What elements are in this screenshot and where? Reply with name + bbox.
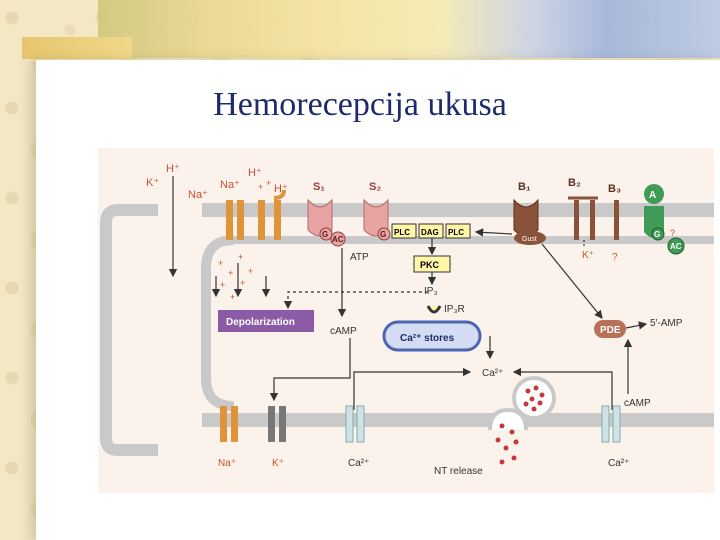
plc-dag-complex — [391, 223, 471, 239]
arrow-camp-k-channel — [269, 338, 351, 402]
label-k-q: K⁺ — [582, 250, 594, 261]
svg-text:G: G — [322, 230, 328, 239]
label-s1: S₁ — [313, 181, 325, 193]
ion-h-2: H⁺ — [248, 167, 262, 179]
label-nt-release: NT release — [434, 466, 483, 477]
svg-text:PLC: PLC — [448, 228, 464, 237]
svg-text:+: + — [218, 258, 223, 268]
svg-text:G: G — [380, 230, 386, 239]
nt-release-vesicle — [488, 407, 528, 465]
svg-text:+: + — [266, 178, 271, 188]
label-ca-bottom-2: Ca²⁺ — [608, 458, 629, 469]
pde-box — [594, 320, 626, 338]
svg-text:AC: AC — [332, 235, 344, 244]
decorative-banner — [98, 0, 720, 58]
vesicle — [512, 376, 556, 420]
label-camp-2: cAMP — [624, 398, 651, 409]
depolarization-box — [218, 310, 314, 332]
bottom-ca-channel-2 — [601, 405, 621, 443]
svg-text:+: + — [220, 280, 225, 290]
receptor-s1 — [307, 198, 333, 237]
bottom-k-channel — [268, 406, 286, 442]
label-ca-in: Ca²⁺ — [482, 368, 503, 379]
receptor-b3 — [614, 200, 619, 240]
na-channel — [226, 200, 244, 240]
label-ip3: IP₃ — [424, 286, 438, 297]
g-protein-3 — [651, 227, 665, 241]
label-k-bottom: K⁺ — [272, 458, 284, 469]
svg-text:Depolarization: Depolarization — [226, 317, 295, 328]
label-ip3r: IP₃R — [444, 304, 465, 315]
ion-na-2: Na⁺ — [220, 179, 240, 191]
svg-text:PKC: PKC — [420, 260, 440, 270]
label-b3: B₃ — [608, 183, 621, 195]
adenylyl-cyclase-2 — [667, 237, 685, 255]
g-protein-2 — [377, 227, 391, 241]
arrow-pde-5amp — [625, 321, 648, 330]
ion-h: H⁺ — [166, 163, 180, 175]
svg-text:G: G — [654, 230, 660, 239]
plus-charges: ++ +++ +++ + — [218, 178, 271, 302]
label-5-amp: 5′-AMP — [650, 318, 683, 329]
arrow-ca-channel-right — [512, 367, 613, 410]
ca-stores — [382, 320, 482, 352]
svg-text:AC: AC — [670, 242, 682, 251]
bottom-ca-channel-1 — [345, 405, 365, 443]
bottom-na-channel — [220, 406, 238, 442]
svg-text:Ca²⁺ stores: Ca²⁺ stores — [400, 333, 455, 344]
ion-na-1: Na⁺ — [188, 189, 208, 201]
ion-k: K⁺ — [146, 177, 159, 189]
label-b1: B₁ — [518, 181, 531, 193]
gustducin — [514, 231, 546, 245]
banner-strip — [22, 37, 132, 59]
slide-title: Hemorecepcija ukusa — [213, 86, 507, 123]
label-q1: ? — [612, 252, 618, 263]
svg-text:PLC: PLC — [394, 228, 410, 237]
arrow-b1-plc — [474, 228, 513, 237]
h-channel — [258, 189, 286, 240]
receptor-b2 — [568, 196, 598, 240]
svg-text:+: + — [238, 252, 243, 262]
label-b2: B₂ — [568, 177, 581, 189]
svg-text:+: + — [228, 268, 233, 278]
label-a: A — [649, 190, 656, 201]
svg-text:+: + — [240, 278, 245, 288]
svg-text:Gust: Gust — [522, 236, 537, 243]
label-camp-1: cAMP — [330, 326, 357, 337]
adenylyl-cyclase-1 — [330, 231, 346, 247]
ion-h-3: H⁺ — [274, 183, 288, 195]
arrow-b1-pde — [541, 243, 603, 319]
arrow-ca-channel-left — [353, 367, 472, 410]
label-ca-bottom-1: Ca²⁺ — [348, 458, 369, 469]
arrow-ip3-depolarization-dashed — [283, 291, 428, 310]
svg-text:+: + — [258, 182, 263, 192]
g-protein-1 — [319, 227, 333, 241]
cell-membrane — [100, 203, 714, 456]
label-q2: ? — [670, 228, 675, 238]
label-s2: S₂ — [369, 181, 381, 193]
label-na-bottom: Na⁺ — [218, 458, 236, 469]
svg-text:+: + — [230, 292, 235, 302]
svg-text:PDE: PDE — [600, 325, 621, 336]
ip3-receptor — [426, 305, 442, 314]
svg-text:+: + — [248, 266, 253, 276]
label-atp: ATP — [350, 252, 369, 263]
taste-transduction-diagram: K⁺ H⁺ Na⁺ Na⁺ H⁺ H⁺ ++ +++ +++ + S₁ S₂ G… — [100, 163, 714, 477]
svg-text:DAG: DAG — [421, 228, 439, 237]
